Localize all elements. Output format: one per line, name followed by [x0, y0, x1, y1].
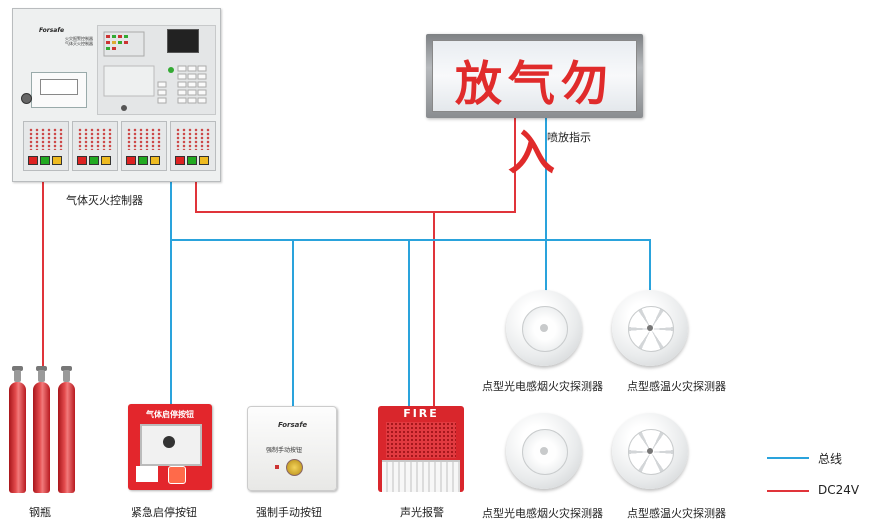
- alarm-fire-text: FIRE: [403, 407, 439, 420]
- printer-slot: [31, 72, 87, 108]
- heat-detector: [612, 413, 688, 489]
- cylinder: [33, 382, 50, 493]
- legend-swatch-bus: [767, 457, 809, 459]
- zone-panel-1: [23, 121, 69, 171]
- dc24v-wire-cylinders: [42, 180, 44, 372]
- smoke-detector: [506, 413, 582, 489]
- manual-button-label: 强制手动按钮: [256, 506, 322, 519]
- emergency-start-stop-button: 气体启停按钮: [128, 404, 212, 490]
- detector-label: 点型感温火灾探测器: [627, 507, 726, 520]
- cylinder-label: 钢瓶: [29, 506, 51, 519]
- sound-light-alarm: FIRE: [378, 406, 464, 492]
- keypad-graphic: [103, 31, 207, 111]
- controller-brand: Forsafe: [39, 27, 65, 34]
- alarm-label: 声光报警: [400, 506, 444, 519]
- emergency-panel-title: 气体启停按钮: [146, 410, 194, 419]
- status-led-icon: [275, 465, 279, 469]
- bus-wire-main: [170, 239, 651, 241]
- cylinder: [58, 382, 75, 493]
- emergency-button-label: 紧急启停按钮: [131, 506, 197, 519]
- push-knob-icon: [163, 436, 175, 448]
- key-lock-icon: [21, 93, 32, 104]
- controller-label: 气体灭火控制器: [66, 194, 143, 207]
- forced-manual-button: Forsafe 强制手动按钮: [247, 406, 337, 491]
- zone-panel-2: [72, 121, 118, 171]
- dc24v-wire-to-alarm: [433, 211, 435, 406]
- legend-label-dc24v: DC24V: [818, 483, 860, 497]
- gas-extinguishing-controller: Forsafe 火灾报警控制器 气体灭火控制器: [12, 8, 221, 182]
- legend-swatch-dc24v: [767, 490, 809, 492]
- smoke-detector: [506, 290, 582, 366]
- strobe-light-icon: [382, 460, 460, 492]
- bus-wire-heat-detector: [649, 239, 651, 291]
- manual-panel-text: 强制手动按钮: [266, 447, 303, 454]
- bus-wire-to-sign: [545, 118, 547, 291]
- bus-wire-alarm: [408, 239, 410, 407]
- stop-button-icon: [168, 466, 186, 484]
- dc24v-wire-controller-drop: [195, 180, 197, 213]
- dc24v-wire-to-sign: [514, 118, 516, 213]
- release-indicator-sign: 放气勿入: [426, 34, 643, 181]
- controller-lcd: [167, 29, 199, 53]
- bus-wire-manual: [292, 239, 294, 407]
- sign-caption: 喷放指示: [547, 131, 591, 144]
- cylinder: [9, 382, 26, 493]
- detector-label: 点型光电感烟火灾探测器: [482, 507, 603, 520]
- zone-panel-3: [121, 121, 167, 171]
- controller-keypad-panel: [97, 25, 216, 115]
- manual-brand: Forsafe: [278, 421, 308, 429]
- dc24v-wire-horizontal: [195, 211, 516, 213]
- speaker-grille-icon: [386, 422, 456, 458]
- zone-panel-4: [170, 121, 216, 171]
- controller-panel-text: 火灾报警控制器 气体灭火控制器: [65, 36, 93, 46]
- key-switch-icon: [286, 459, 303, 476]
- sign-text: 放气勿入: [455, 57, 614, 181]
- bus-wire-controller-drop: [170, 180, 172, 405]
- detector-label: 点型感温火灾探测器: [627, 380, 726, 393]
- detector-label: 点型光电感烟火灾探测器: [482, 380, 603, 393]
- heat-detector: [612, 290, 688, 366]
- legend-label-bus: 总线: [818, 452, 843, 466]
